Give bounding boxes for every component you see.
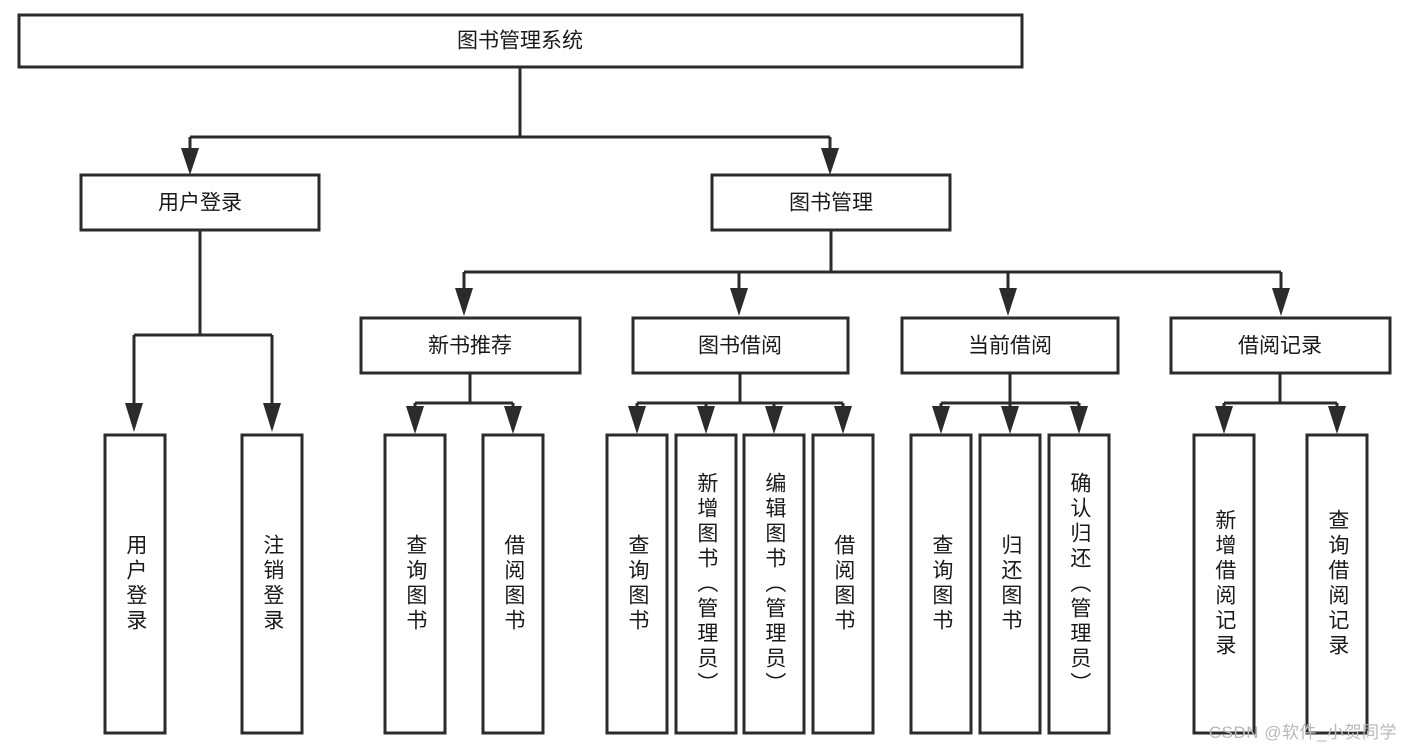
leaf-query-record-rect[interactable]	[1305, 433, 1369, 735]
node-book-borrow-rect	[631, 316, 850, 375]
arrow-leaf-add-record	[1215, 406, 1233, 434]
arrow-to-book-borrow	[730, 288, 748, 316]
arrow-leaf-query-book-3	[932, 406, 950, 434]
leaf-logout-rect[interactable]	[240, 433, 304, 735]
leaf-borrow-book-1-rect[interactable]	[481, 433, 545, 735]
leaf-return-book-rect[interactable]	[978, 433, 1042, 735]
node-book-manage[interactable]: 图书管理	[710, 173, 952, 232]
leaf-query-book-3-rect[interactable]	[909, 433, 973, 735]
arrow-to-current-borrow	[999, 288, 1017, 316]
leaf-confirm-return-rect[interactable]	[1047, 433, 1111, 735]
node-borrow-record-rect	[1169, 316, 1392, 375]
arrow-leaf-logout	[263, 403, 281, 432]
arrow-leaf-confirm-return	[1070, 406, 1088, 434]
node-current-borrow-label: 当前借阅	[968, 335, 1052, 358]
arrow-leaf-user-login	[125, 403, 143, 432]
node-user-login[interactable]: 用户登录	[79, 173, 321, 232]
node-root-label: 图书管理系统	[457, 30, 583, 53]
arrow-leaf-borrow-book-1	[504, 406, 522, 434]
arrow-to-book-manage	[821, 148, 839, 175]
arrow-leaf-edit-book	[765, 406, 783, 434]
node-book-manage-rect	[710, 173, 952, 232]
leaf-user-login-rect[interactable]	[103, 433, 167, 735]
node-book-manage-label: 图书管理	[789, 192, 873, 215]
arrow-to-new-book-rec	[455, 288, 473, 316]
arrow-leaf-return-book	[1001, 406, 1019, 434]
arrow-leaf-query-book-1	[406, 406, 424, 434]
arrow-to-borrow-record	[1272, 288, 1290, 316]
arrow-to-user-login	[181, 148, 199, 175]
node-borrow-record[interactable]: 借阅记录	[1169, 316, 1392, 375]
leaf-query-book-1-rect[interactable]	[383, 433, 447, 735]
leaf-add-book-rect[interactable]	[674, 433, 738, 735]
node-book-borrow-label: 图书借阅	[698, 335, 782, 358]
leaf-edit-book-rect[interactable]	[742, 433, 806, 735]
leaf-query-book-2-rect[interactable]	[605, 433, 669, 735]
node-new-book-rec[interactable]: 新书推荐	[359, 316, 582, 375]
node-new-book-rec-rect	[359, 316, 582, 375]
node-root[interactable]: 图书管理系统	[17, 13, 1024, 69]
arrow-leaf-add-book	[697, 406, 715, 434]
node-new-book-rec-label: 新书推荐	[428, 335, 512, 358]
node-borrow-record-label: 借阅记录	[1238, 335, 1322, 358]
node-user-login-label: 用户登录	[158, 192, 242, 215]
arrow-leaf-query-record	[1328, 406, 1346, 434]
node-current-borrow-rect	[900, 316, 1120, 375]
arrow-leaf-borrow-book-2	[834, 406, 852, 434]
watermark: CSDN @软件_小贺同学	[1208, 723, 1397, 742]
node-root-rect	[17, 13, 1024, 69]
node-book-borrow[interactable]: 图书借阅	[631, 316, 850, 375]
node-current-borrow[interactable]: 当前借阅	[900, 316, 1120, 375]
arrow-leaf-query-book-2	[628, 406, 646, 434]
leaf-borrow-book-2-rect[interactable]	[811, 433, 875, 735]
leaf-add-record-rect[interactable]	[1192, 433, 1256, 735]
